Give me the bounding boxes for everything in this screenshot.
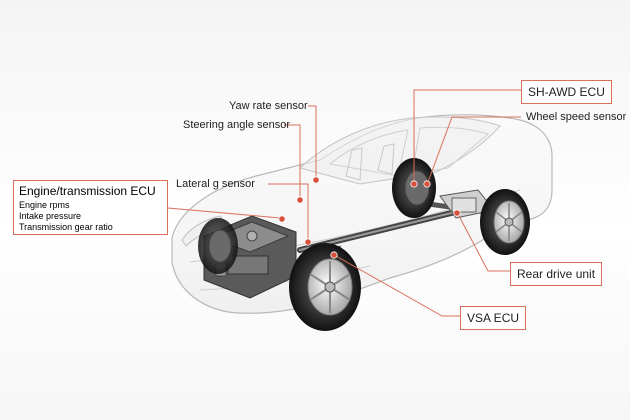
dot-vsa-ecu: [330, 251, 338, 259]
leader-steering-angle: [284, 124, 301, 198]
leader-wheel-speed: [427, 116, 521, 183]
engine-ecu-title: Engine/transmission ECU: [19, 184, 156, 198]
label-yaw-rate-sensor: Yaw rate sensor: [229, 100, 308, 112]
front-left-wheel: [198, 218, 238, 274]
label-lateral-g-sensor: Lateral g sensor: [176, 178, 255, 190]
leader-engine-ecu: [167, 207, 281, 219]
dot-yaw-rate: [312, 176, 320, 184]
dot-engine-ecu: [278, 215, 286, 223]
leader-lateral-g: [268, 183, 309, 240]
dot-steering-angle: [296, 196, 304, 204]
engine-ecu-item: Transmission gear ratio: [19, 222, 113, 232]
engine-ecu-item: Engine rpms: [19, 200, 70, 210]
label-steering-angle-sensor: Steering angle sensor: [183, 119, 291, 131]
label-wheel-speed-sensor: Wheel speed sensor: [526, 111, 627, 123]
rear-right-wheel: [480, 189, 530, 255]
label-rear-drive-unit: Rear drive unit: [510, 262, 603, 286]
sensor-dots: [278, 176, 461, 259]
leader-rear-drive: [457, 213, 510, 272]
front-right-wheel: [289, 243, 361, 331]
leader-sh-awd-ecu: [413, 89, 521, 182]
dot-sh-awd-ecu: [410, 180, 418, 188]
rear-left-wheel: [392, 158, 436, 218]
dot-rear-drive: [453, 209, 461, 217]
label-engine-transmission-ecu: Engine/transmission ECU Engine rpms Inta…: [13, 180, 168, 235]
leader-yaw-rate: [308, 105, 317, 178]
engine-ecu-item: Intake pressure: [19, 211, 82, 221]
leader-vsa-ecu: [335, 255, 460, 317]
dot-lateral-g: [304, 238, 312, 246]
dot-wheel-speed: [423, 180, 431, 188]
label-vsa-ecu: VSA ECU: [460, 306, 527, 330]
label-sh-awd-ecu: SH-AWD ECU: [521, 80, 612, 104]
leader-lines: [167, 89, 521, 317]
